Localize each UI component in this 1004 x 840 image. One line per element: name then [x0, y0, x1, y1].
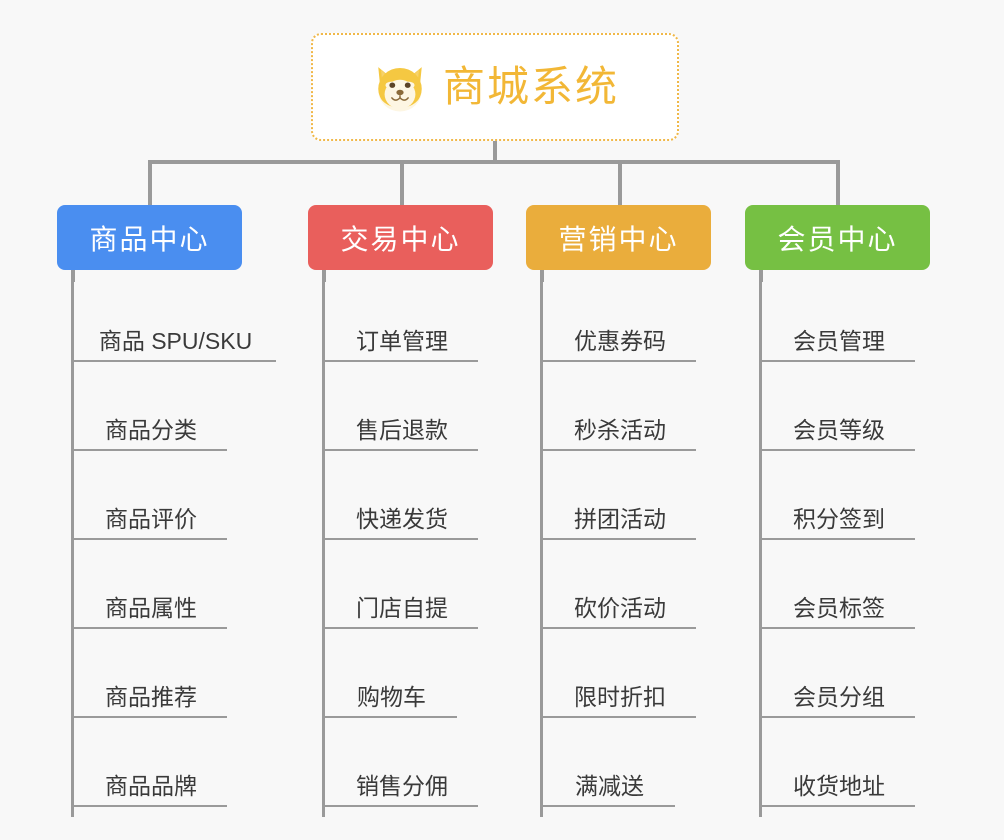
leaf-label: 商品品牌	[105, 772, 197, 799]
branch-drop-line-1	[148, 160, 152, 205]
leaf-label: 商品推荐	[105, 683, 197, 710]
leaf-label: 商品属性	[105, 594, 197, 621]
leaf-item[interactable]: 会员分组	[759, 646, 915, 718]
leaf-label: 快递发货	[356, 505, 448, 532]
leaf-item[interactable]: 限时折扣	[540, 646, 696, 718]
leaf-label: 销售分佣	[356, 772, 448, 799]
leaf-item[interactable]: 商品属性	[71, 557, 227, 629]
leaf-label: 门店自提	[356, 594, 448, 621]
leaf-item[interactable]: 积分签到	[759, 468, 915, 540]
leaf-label: 购物车	[357, 683, 426, 710]
root-stem-line	[493, 141, 497, 162]
leaf-item[interactable]: 秒杀活动	[540, 379, 696, 451]
leaf-item[interactable]: 会员管理	[759, 290, 915, 362]
leaf-item[interactable]: 优惠券码	[540, 290, 696, 362]
leaf-item[interactable]: 收货地址	[759, 735, 915, 807]
leaf-label: 订单管理	[356, 327, 448, 354]
leaf-label: 收货地址	[793, 772, 885, 799]
leaf-item[interactable]: 订单管理	[322, 290, 478, 362]
leaf-label: 商品 SPU/SKU	[98, 327, 253, 354]
leaf-label: 积分签到	[793, 505, 885, 532]
branch-drop-line-3	[618, 160, 622, 205]
category-label: 商品中心	[89, 223, 210, 255]
leaf-label: 商品分类	[105, 416, 197, 443]
branch-drop-line-4	[836, 160, 840, 205]
leaf-item[interactable]: 砍价活动	[540, 557, 696, 629]
leaf-label: 商品评价	[105, 505, 197, 532]
leaf-item[interactable]: 商品品牌	[71, 735, 227, 807]
shiba-dog-icon	[378, 67, 422, 112]
leaf-label: 秒杀活动	[574, 416, 666, 443]
leaf-item[interactable]: 商品评价	[71, 468, 227, 540]
category-label: 交易中心	[340, 223, 461, 255]
category-label: 会员中心	[777, 223, 898, 255]
leaf-item[interactable]: 商品 SPU/SKU	[71, 290, 276, 362]
leaf-item[interactable]: 购物车	[322, 646, 457, 718]
leaf-spine	[759, 272, 762, 817]
leaf-spine	[322, 272, 325, 817]
leaf-spine	[540, 272, 543, 817]
leaf-item[interactable]: 会员标签	[759, 557, 915, 629]
leaf-item[interactable]: 商品分类	[71, 379, 227, 451]
leaf-item[interactable]: 销售分佣	[322, 735, 478, 807]
category-header-交易中心[interactable]: 交易中心	[308, 205, 493, 270]
branch-drop-line-2	[400, 160, 404, 205]
root-node[interactable]: 商城系统	[311, 33, 679, 141]
category-header-商品中心[interactable]: 商品中心	[57, 205, 242, 270]
leaf-label: 会员标签	[793, 594, 885, 621]
leaf-item[interactable]: 满减送	[540, 735, 675, 807]
leaf-label: 售后退款	[356, 416, 448, 443]
leaf-label: 满减送	[575, 772, 644, 799]
leaf-label: 拼团活动	[574, 505, 666, 532]
leaf-item[interactable]: 商品推荐	[71, 646, 227, 718]
leaf-item[interactable]: 门店自提	[322, 557, 478, 629]
leaf-label: 限时折扣	[574, 683, 666, 710]
leaf-label: 砍价活动	[574, 594, 666, 621]
root-title: 商城系统	[442, 63, 619, 110]
leaf-label: 会员管理	[793, 327, 885, 354]
category-header-营销中心[interactable]: 营销中心	[526, 205, 711, 270]
leaf-item[interactable]: 会员等级	[759, 379, 915, 451]
leaf-label: 优惠券码	[574, 327, 666, 354]
category-label: 营销中心	[558, 223, 679, 255]
leaf-item[interactable]: 售后退款	[322, 379, 478, 451]
leaf-label: 会员等级	[793, 416, 885, 443]
leaf-item[interactable]: 拼团活动	[540, 468, 696, 540]
category-header-会员中心[interactable]: 会员中心	[745, 205, 930, 270]
leaf-item[interactable]: 快递发货	[322, 468, 478, 540]
branch-bus-line	[148, 160, 840, 164]
leaf-spine	[71, 272, 74, 817]
leaf-label: 会员分组	[793, 683, 885, 710]
